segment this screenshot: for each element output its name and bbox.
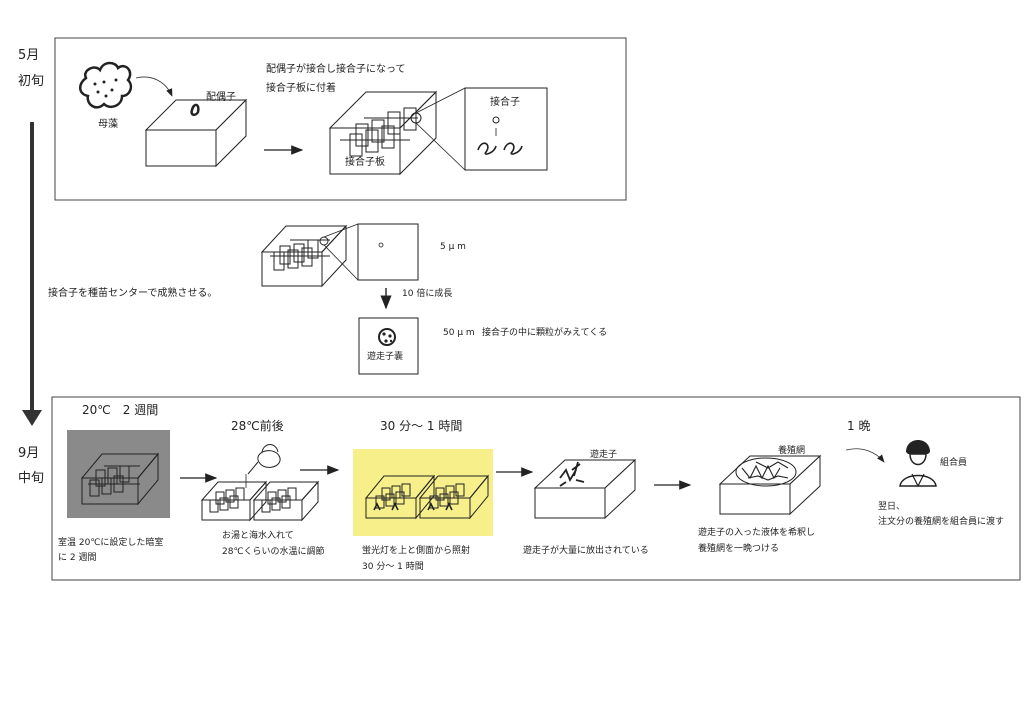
growth-label: 10 倍に成長 bbox=[402, 289, 453, 299]
step6-heading: 1 晩 bbox=[847, 419, 871, 433]
cooperative-member-icon bbox=[899, 440, 937, 488]
sporangium-label: 遊走子嚢 bbox=[367, 352, 404, 362]
step2-heading: 28℃前後 bbox=[231, 419, 284, 433]
maturing-caption: 接合子を種苗センターで成熟させる。 bbox=[48, 288, 218, 299]
zygote-zoom-label: 接合子 bbox=[490, 97, 520, 108]
gamete-label: 配偶子 bbox=[206, 92, 236, 103]
step5-inset-label: 養殖網 bbox=[778, 446, 806, 456]
step3-heading: 30 分～ 1 時間 bbox=[380, 419, 463, 433]
step3-desc-line2: 30 分～ 1 時間 bbox=[362, 562, 424, 572]
size-large-label: 50 μ m bbox=[443, 328, 475, 338]
timeline-end-period: 中旬 bbox=[18, 471, 45, 486]
maturing-tank bbox=[260, 224, 348, 288]
step3-desc-line1: 蛍光灯を上と側面から照射 bbox=[362, 546, 471, 556]
timeline-end-month: 9月 bbox=[18, 446, 40, 461]
sporangium-box bbox=[358, 317, 419, 375]
top-frame bbox=[54, 37, 627, 201]
step2-desc-line2: 28℃くらいの水温に調節 bbox=[222, 547, 325, 557]
dark-room-panel bbox=[67, 430, 170, 518]
warm-water-tanks bbox=[200, 480, 320, 522]
dark-room-tank bbox=[80, 452, 160, 506]
step6-desc-line2: 注文分の養殖網を組合員に渡す bbox=[878, 517, 1005, 527]
top-caption-line1: 配偶子が接合し接合子になって bbox=[266, 64, 406, 75]
step1-desc-line2: に 2 週間 bbox=[58, 553, 97, 563]
lit-tanks bbox=[364, 474, 490, 520]
step4-desc-line1: 遊走子が大量に放出されている bbox=[523, 546, 649, 556]
timeline-arrow bbox=[22, 122, 42, 426]
timeline-start-period: 初旬 bbox=[18, 74, 45, 89]
zygote-plate-label: 接合子板 bbox=[345, 157, 385, 168]
step1-heading: 20℃ 2 週間 bbox=[82, 403, 159, 417]
mother-algae-label: 母藻 bbox=[98, 119, 118, 130]
zygote-icon bbox=[477, 116, 523, 155]
kettle-icon bbox=[247, 444, 281, 475]
step2-desc-line1: お湯と海水入れて bbox=[222, 531, 294, 541]
small-zygote-box bbox=[357, 223, 419, 281]
zoospore-tank bbox=[533, 458, 637, 520]
culture-net-tank bbox=[718, 454, 822, 516]
step4-inset-label: 遊走子 bbox=[590, 450, 618, 460]
light-panel bbox=[353, 449, 493, 536]
gamete-tank bbox=[144, 98, 248, 168]
step5-desc-line2: 養殖網を一晩つける bbox=[698, 544, 780, 554]
top-caption-line2: 接合子板に付着 bbox=[266, 83, 336, 94]
step1-desc-line1: 室温 20℃に設定した暗室 bbox=[58, 538, 164, 548]
mother-algae-icon bbox=[79, 61, 133, 109]
timeline-start-month: 5月 bbox=[18, 48, 40, 63]
zygote-zoom-box bbox=[464, 87, 548, 171]
size-large-note: 接合子の中に顆粒がみえてくる bbox=[482, 328, 608, 338]
step5-desc-line1: 遊走子の入った液体を希釈し bbox=[698, 528, 816, 538]
bottom-frame bbox=[51, 396, 1021, 581]
zygote-plate-tank bbox=[328, 90, 438, 176]
size-small-label: 5 μ m bbox=[440, 242, 466, 252]
step6-person-label: 組合員 bbox=[940, 458, 968, 468]
step6-desc-line1: 翌日、 bbox=[878, 502, 906, 512]
sporangium-icon bbox=[378, 328, 396, 346]
